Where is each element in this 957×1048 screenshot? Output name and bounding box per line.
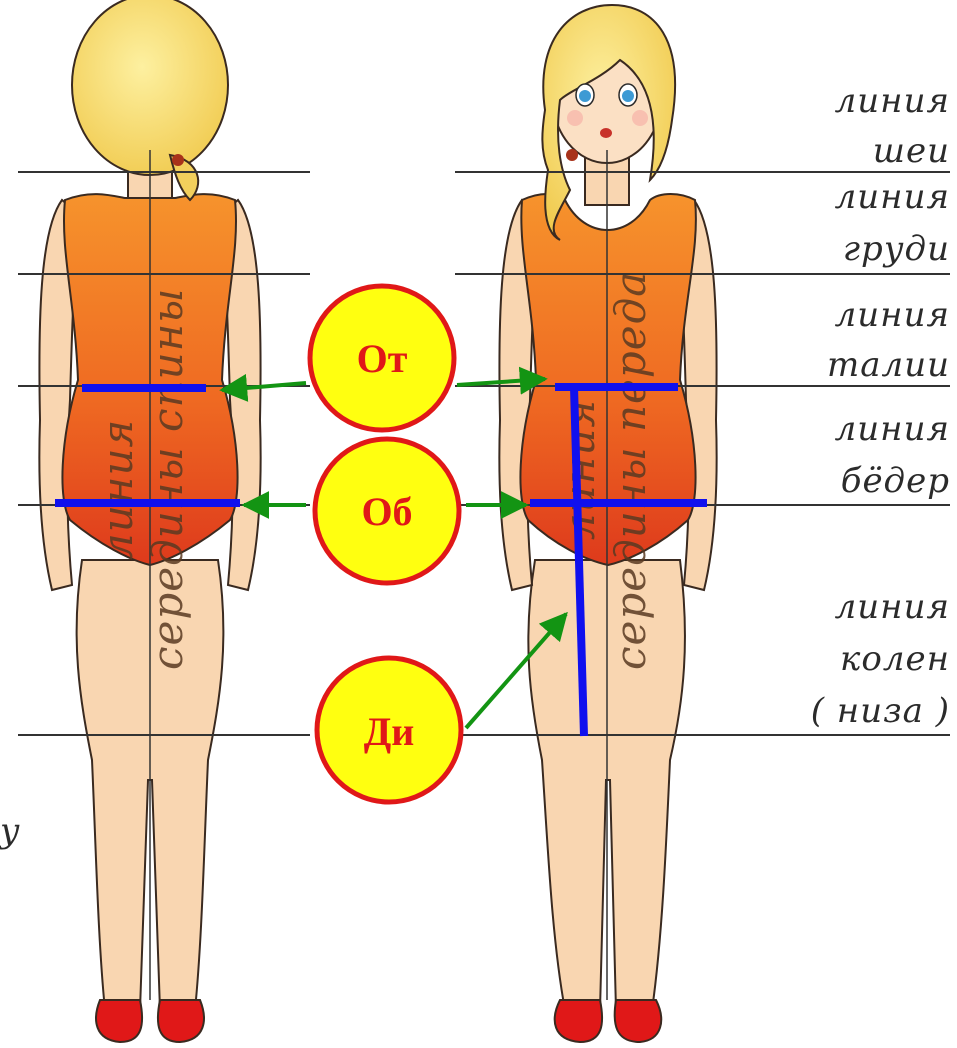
- waist-label-2: талии: [827, 345, 950, 385]
- front-left-iris: [579, 90, 591, 102]
- length-badge-text: Ди: [364, 709, 415, 754]
- hips-label-1: линия: [835, 409, 950, 449]
- neck-label-2: шеи: [873, 131, 950, 171]
- back-left-shoe: [96, 1000, 142, 1042]
- waist-label-1: линия: [835, 295, 950, 335]
- stray-mark: у: [0, 811, 21, 851]
- front-right-shoe: [615, 1000, 662, 1042]
- knees-label-3: ( низа ): [811, 691, 950, 731]
- waist-badge: От: [310, 286, 454, 430]
- front-center-label: середины переда: [606, 271, 655, 670]
- back-line-label: линия: [93, 419, 142, 560]
- back-hair-tie: [172, 154, 184, 166]
- hips-badge-text: Об: [361, 489, 412, 534]
- hips-label-2: бёдер: [841, 461, 950, 501]
- front-left-cheek: [567, 110, 583, 126]
- front-right-iris: [622, 90, 634, 102]
- hips-badge: Об: [315, 439, 459, 583]
- knees-label-1: линия: [835, 587, 950, 627]
- front-right-cheek: [632, 110, 648, 126]
- front-left-shoe: [555, 1000, 602, 1042]
- back-hair: [72, 0, 228, 175]
- length-badge: Ди: [317, 658, 461, 802]
- line-labels: линия шеи линия груди линия талии линия …: [811, 81, 950, 731]
- waist-badge-text: От: [357, 336, 408, 381]
- chest-label-2: груди: [843, 229, 950, 269]
- front-mouth: [600, 128, 612, 138]
- back-center-label: середины спины: [143, 287, 192, 670]
- chest-label-1: линия: [835, 177, 950, 217]
- front-hair-tie: [566, 149, 578, 161]
- neck-label-1: линия: [835, 81, 950, 121]
- knees-label-2: колен: [840, 639, 950, 679]
- back-right-shoe: [158, 1000, 204, 1042]
